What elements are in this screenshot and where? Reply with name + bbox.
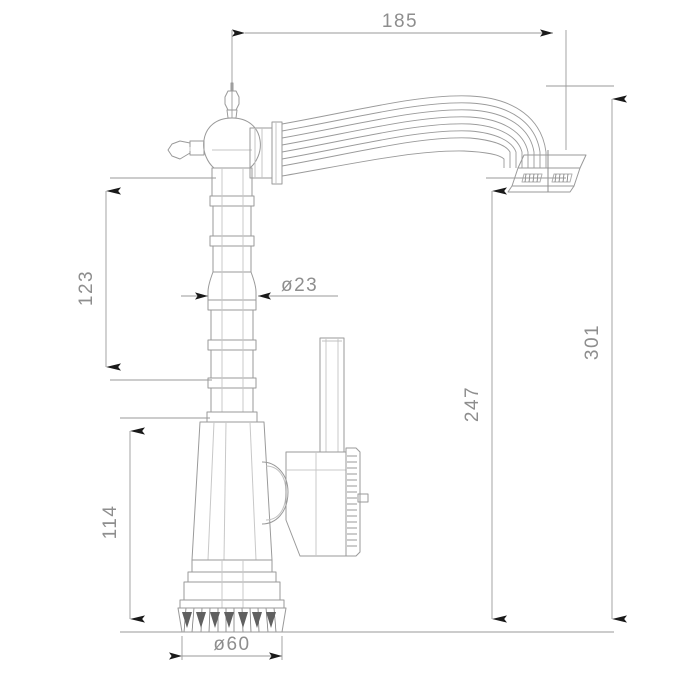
column-stack: [207, 167, 257, 413]
dimension-247: 247: [462, 187, 507, 623]
dimension-247-label: 247: [462, 386, 483, 422]
base-escutcheon: [179, 559, 285, 609]
dimension-d23-label: ø23: [281, 275, 318, 296]
cross-handle-left: [167, 140, 205, 160]
base-knurl-ring: [177, 607, 287, 633]
dimension-lines: [110, 30, 614, 660]
dimension-d23: ø23: [181, 275, 338, 300]
spout-collar: [249, 121, 283, 185]
aerator-outlet: [507, 150, 587, 193]
dimension-185-label: 185: [382, 11, 418, 32]
faucet-geometry: [167, 82, 587, 633]
dimension-114-label: 114: [100, 505, 121, 540]
lower-body: [191, 411, 289, 561]
dimension-d60-label: ø60: [213, 634, 250, 655]
lever-handle: [285, 337, 369, 557]
dimension-123-label: 123: [76, 270, 97, 306]
dimension-d60: ø60: [169, 634, 282, 660]
dimension-114: 114: [100, 427, 145, 623]
dimension-301-label: 301: [582, 324, 603, 360]
spout-arc: [281, 95, 547, 177]
dimension-185: 185: [232, 11, 553, 37]
dimension-301: 301: [582, 95, 627, 623]
dimension-123: 123: [76, 187, 121, 371]
bonnet-dome: [203, 117, 261, 169]
